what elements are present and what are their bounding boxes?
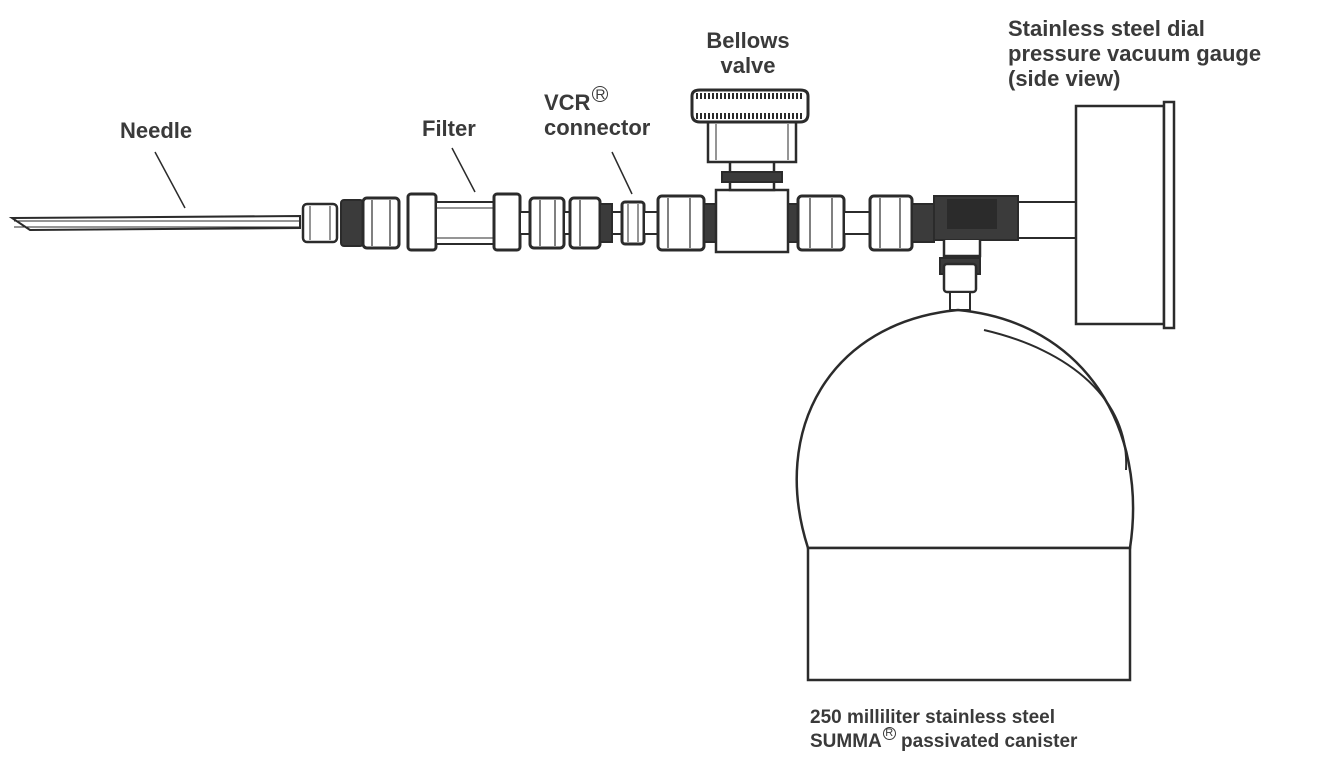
compression-nut-left [340, 196, 401, 250]
tee-fitting [933, 195, 1077, 258]
needle-fitting [301, 202, 339, 244]
valve-outlet-fitting [787, 194, 871, 252]
gauge-label-line2: pressure vacuum gauge [1008, 41, 1262, 66]
needle-label: Needle [120, 118, 193, 143]
canister-label-line1: 250 milliliter stainless steel [810, 707, 1056, 728]
tee-inlet-fitting [868, 194, 935, 252]
canister-label-line2-prefix: SUMMA [810, 731, 882, 752]
needle-leader-line [154, 151, 186, 209]
filter-leader-line [451, 147, 476, 193]
vcr-connector-label-line1: VCR [544, 90, 591, 115]
registered-mark-icon: R [592, 86, 609, 102]
bellows-valve-label: Bellows valve [696, 28, 800, 78]
bellows-valve-label-line2: valve [720, 53, 776, 78]
vcr-connector [611, 200, 659, 246]
gauge-label-line1: Stainless steel dial [1008, 16, 1205, 41]
canister [795, 308, 1135, 682]
vcr-leader-line [611, 151, 633, 195]
canister-label-line2-suffix: passivated canister [895, 731, 1078, 752]
valve-inlet-fitting [656, 194, 717, 252]
needle [8, 214, 301, 232]
filter-body [406, 192, 522, 252]
filter-label: Filter [422, 116, 476, 141]
bellows-valve [690, 88, 810, 254]
gauge-label: Stainless steel dial pressure vacuum gau… [1008, 16, 1261, 91]
pressure-gauge [1074, 100, 1176, 330]
vcr-connector-label-line2: connector [544, 115, 651, 140]
bellows-valve-label-line1: Bellows [706, 28, 790, 53]
registered-mark-icon: R [882, 727, 896, 740]
canister-neck [939, 257, 981, 311]
compression-fitting-mid [519, 196, 613, 250]
gauge-label-line3: (side view) [1008, 66, 1121, 91]
